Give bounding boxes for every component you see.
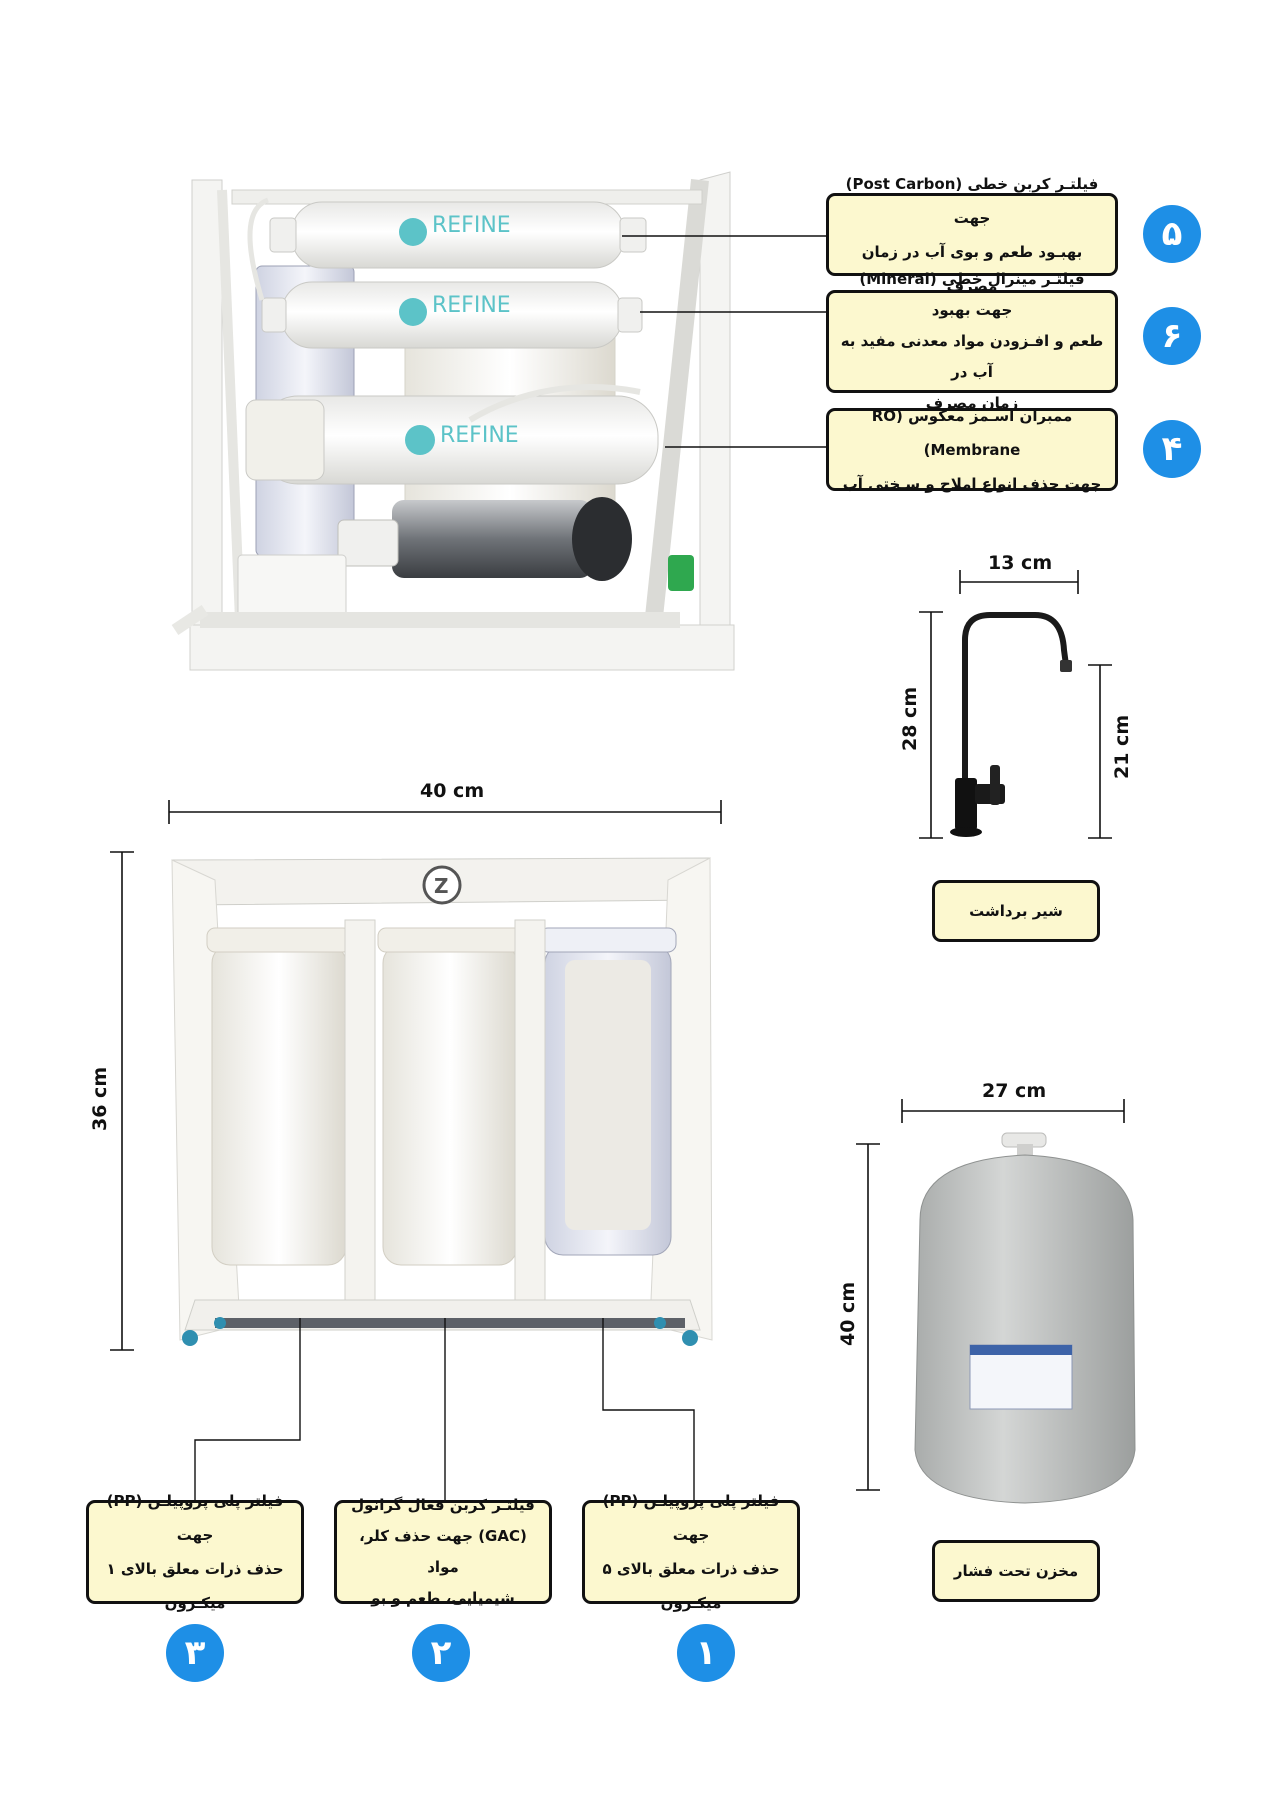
badge-stage-3: ۳ <box>166 1624 224 1682</box>
callout-gac-line3: شیمیایی، طعم و بو <box>371 1589 515 1607</box>
faucet-drawing <box>950 612 1072 837</box>
callout-pp3-line1: فیلتر پلی پروپیلـن (PP) جهت <box>106 1492 284 1544</box>
callout-ro-membrane-line2: جهت حذف انواع املاح و سـختی آب <box>842 474 1102 493</box>
pressure-tank-drawing <box>914 1132 1136 1504</box>
ro-unit-side-view: REFINE REFINE REFINE <box>171 171 735 671</box>
callout-mineral: فیلتـر مینرال خطی (Mineral) جهت بهبود طع… <box>826 270 1118 412</box>
callout-pp1-line1: فیلتر پلی پروپیلـن (PP) جهت <box>602 1492 780 1544</box>
callout-tank: مخزن تحت فشار <box>932 1540 1100 1602</box>
badge-stage-5: ۵ <box>1143 205 1201 263</box>
leader-lines-top <box>622 235 830 448</box>
callout-ro-membrane-line1: ممبران اسـمز معکوس (RO Membrane) <box>871 406 1073 459</box>
callout-tank-label: مخزن تحت فشار <box>953 1562 1079 1580</box>
ro-unit-front-view: Z <box>171 857 713 1346</box>
callout-faucet: شیر برداشت <box>932 880 1100 942</box>
tank-dimension-lines <box>856 1099 1125 1491</box>
callout-post-carbon: فیلتـر کربن خطی (Post Carbon) جهت بهبـود… <box>826 175 1118 295</box>
badge-stage-4: ۴ <box>1143 420 1201 478</box>
callout-gac-line2: (GAC) جهت حذف کلر، مواد <box>359 1527 527 1576</box>
faucet-spout-label: 21 cm <box>1111 714 1133 779</box>
callout-pp-5-micron: فیلتر پلی پروپیلـن (PP) جهت حذف ذرات معل… <box>582 1492 800 1612</box>
callout-mineral-line1: فیلتـر مینرال خطی (Mineral) جهت بهبود <box>859 270 1085 319</box>
callout-pp-1-micron: فیلتر پلی پروپیلـن (PP) جهت حذف ذرات معل… <box>86 1492 304 1612</box>
unit-dimension-lines <box>110 800 722 1351</box>
badge-stage-1: ۱ <box>677 1624 735 1682</box>
tank-width-label: 27 cm <box>982 1080 1047 1102</box>
logo-z-icon: Z <box>434 874 449 898</box>
faucet-height-label: 28 cm <box>899 686 921 751</box>
leader-lines-bottom <box>194 1318 695 1500</box>
tank-height-label: 40 cm <box>837 1281 859 1346</box>
callout-mineral-line2: طعم و افـزودن مواد معدنی مفید به آب در <box>840 332 1104 381</box>
faucet-dimension-lines <box>919 570 1112 839</box>
callout-pp1-line2: حذف ذرات معلق بالای ۵ میکـرون <box>602 1560 780 1612</box>
faucet-width-label: 13 cm <box>988 552 1053 574</box>
unit-height-label: 36 cm <box>89 1066 111 1131</box>
callout-post-carbon-line1: فیلتـر کربن خطی (Post Carbon) جهت <box>845 174 1099 227</box>
badge-stage-6: ۶ <box>1143 307 1201 365</box>
callout-mineral-line3: زمان مصرف <box>925 394 1019 412</box>
callout-ro-membrane: ممبران اسـمز معکوس (RO Membrane) جهت حذف… <box>826 407 1118 493</box>
badge-stage-2: ۲ <box>412 1624 470 1682</box>
unit-width-label: 40 cm <box>420 780 485 802</box>
callout-pp3-line2: حذف ذرات معلق بالای ۱ میکـرون <box>106 1560 284 1612</box>
brand-text-2: REFINE <box>432 293 511 318</box>
callout-gac-line1: فیلتـر کربن فعال گرانول <box>351 1496 535 1514</box>
callout-gac: فیلتـر کربن فعال گرانول (GAC) جهت حذف کل… <box>334 1496 552 1607</box>
callout-faucet-label: شیر برداشت <box>969 902 1063 920</box>
brand-text-3: REFINE <box>440 423 519 448</box>
brand-text-1: REFINE <box>432 213 511 238</box>
